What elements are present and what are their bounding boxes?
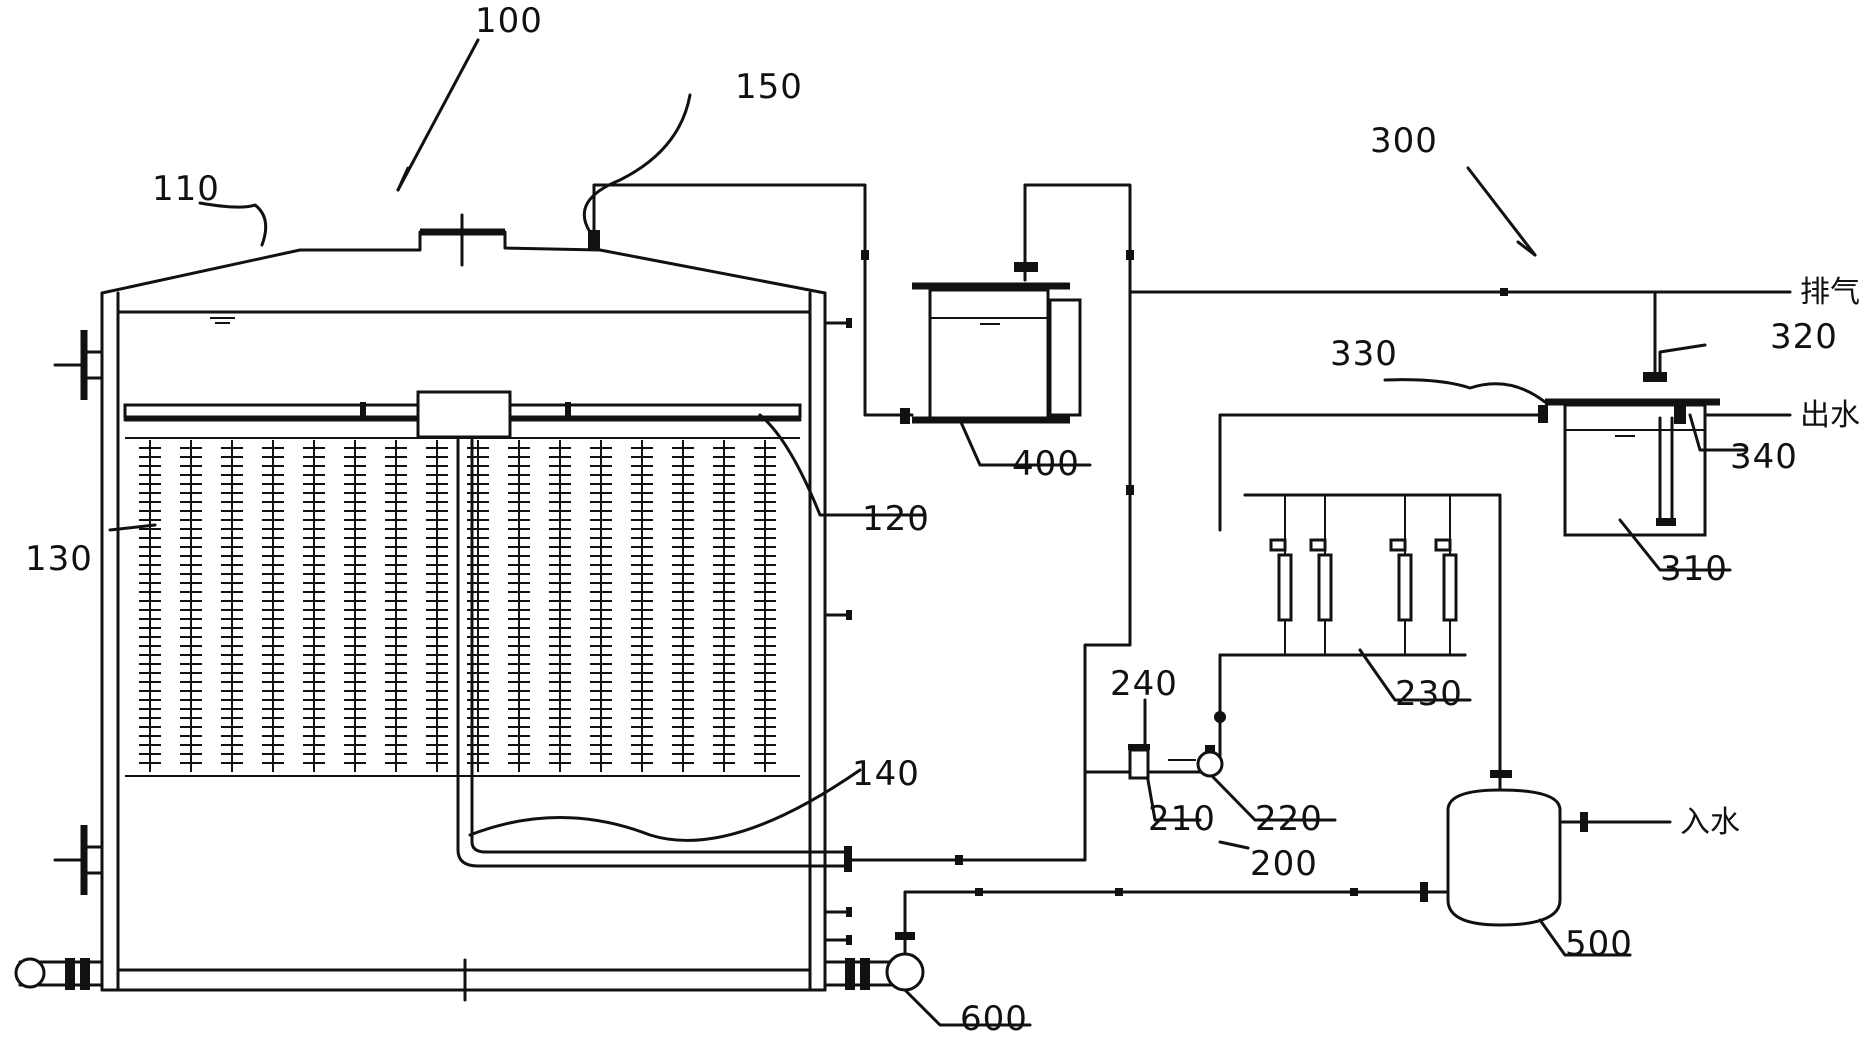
packing-column <box>139 440 161 772</box>
packing-column <box>713 440 735 772</box>
flowmeter <box>1269 495 1293 655</box>
bottom-drain-pipe <box>14 957 902 990</box>
label-200: 200 <box>1250 844 1318 884</box>
unit-200 <box>1128 711 1226 780</box>
label-500: 500 <box>1565 924 1633 964</box>
label-230: 230 <box>1395 674 1463 714</box>
flowmeter-bank-230 <box>1218 493 1467 657</box>
label-340: 340 <box>1730 437 1798 477</box>
packing-column <box>385 440 407 772</box>
tank-310 <box>1538 372 1720 537</box>
packing-column <box>180 440 202 772</box>
packing-column <box>221 440 243 772</box>
label-300: 300 <box>1370 121 1438 161</box>
label-310: 310 <box>1660 549 1728 589</box>
packing-media <box>125 437 800 777</box>
label-150: 150 <box>735 67 803 107</box>
label-220: 220 <box>1255 799 1323 839</box>
leader-lines <box>108 38 1747 1027</box>
label-exhaust: 排气 <box>1800 275 1860 310</box>
label-240: 240 <box>1110 664 1178 704</box>
packing-column <box>344 440 366 772</box>
label-water-in: 入水 <box>1680 805 1740 840</box>
tank-400 <box>900 262 1082 424</box>
label-600: 600 <box>960 999 1028 1038</box>
flowmeter <box>1389 495 1413 655</box>
label-110: 110 <box>152 169 220 209</box>
label-330: 330 <box>1330 334 1398 374</box>
label-130: 130 <box>25 539 93 579</box>
label-210: 210 <box>1148 799 1216 839</box>
label-100: 100 <box>475 1 543 41</box>
packing-column <box>672 440 694 772</box>
packing-column <box>426 440 448 772</box>
callout-labels: 100 150 110 120 130 140 400 300 320 330 … <box>25 1 1860 1038</box>
packing-column <box>508 440 530 772</box>
internal-riser-pipe <box>456 438 852 872</box>
packing-column <box>754 440 776 772</box>
packing-column <box>262 440 284 772</box>
label-400: 400 <box>1012 444 1080 484</box>
label-120: 120 <box>862 499 930 539</box>
packing-column <box>631 440 653 772</box>
valve-600 <box>885 932 925 992</box>
packing-column <box>549 440 571 772</box>
flowmeter <box>1434 495 1458 655</box>
label-140: 140 <box>852 754 920 794</box>
packing-column <box>467 440 489 772</box>
reactor-tank <box>53 213 852 1002</box>
distribution-plate <box>123 390 802 439</box>
packing-column <box>590 440 612 772</box>
label-320: 320 <box>1770 317 1838 357</box>
label-water-out: 出水 <box>1800 398 1860 433</box>
vessel-500 <box>1420 770 1588 927</box>
packing-column <box>303 440 325 772</box>
flowmeter <box>1309 495 1333 655</box>
